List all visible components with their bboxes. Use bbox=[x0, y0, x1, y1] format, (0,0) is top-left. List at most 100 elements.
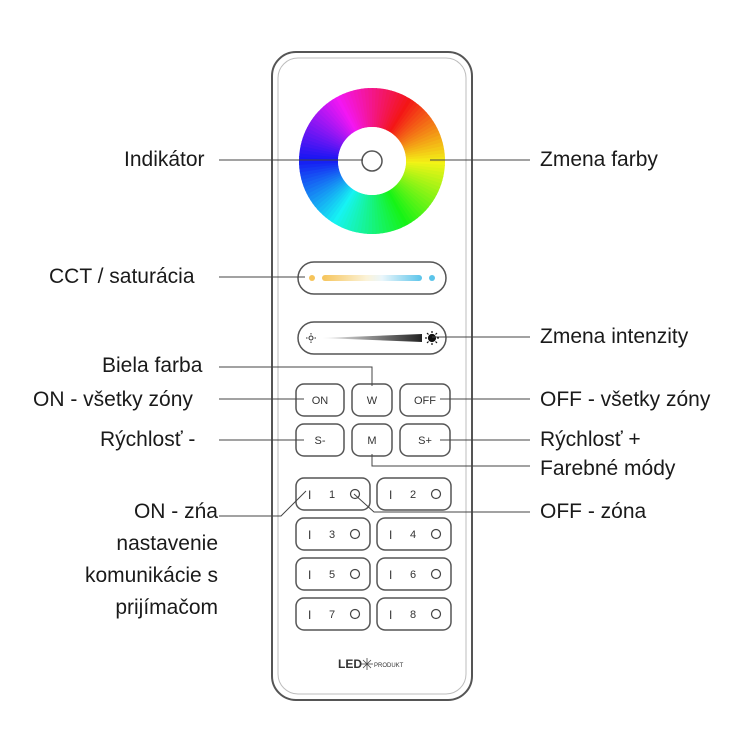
color-wheel-segment bbox=[404, 142, 444, 155]
zone-number: 6 bbox=[410, 569, 416, 581]
white-button[interactable]: W bbox=[351, 383, 393, 417]
zone-button-frame bbox=[376, 477, 452, 511]
cct-gradient-bar bbox=[322, 275, 422, 281]
label-zone-on-line-1: ON - zńa bbox=[133, 500, 218, 523]
zone-off-circle-icon[interactable] bbox=[349, 528, 361, 540]
cct-warm-dot bbox=[309, 275, 315, 281]
color-wheel-segment bbox=[380, 193, 395, 232]
logo-led-text: LED bbox=[338, 657, 362, 671]
color-wheel-segment bbox=[306, 123, 343, 146]
color-wheel-segment bbox=[387, 95, 410, 132]
zone-off-circle-icon[interactable] bbox=[349, 488, 361, 500]
color-wheel-segment bbox=[356, 88, 368, 128]
sun-large-icon bbox=[425, 331, 439, 345]
zone-on-symbol[interactable]: I bbox=[308, 488, 311, 502]
color-wheel-segment bbox=[317, 108, 349, 139]
zone-button-frame bbox=[376, 557, 452, 591]
zone-off-circle-icon[interactable] bbox=[430, 528, 442, 540]
label-white-color: Biela farba bbox=[102, 354, 203, 377]
off-all-button-label: OFF bbox=[414, 395, 436, 407]
color-wheel-segment bbox=[332, 97, 356, 133]
color-wheel-segment bbox=[334, 190, 357, 227]
color-wheel-segment bbox=[385, 94, 407, 131]
on-all-button[interactable]: ON bbox=[295, 383, 345, 417]
color-wheel-segment bbox=[401, 124, 438, 147]
color-wheel-segment bbox=[308, 177, 344, 201]
color-wheel-segment bbox=[329, 99, 354, 134]
color-wheel-segment bbox=[306, 175, 343, 198]
color-wheel-segment bbox=[398, 180, 432, 208]
mode-button[interactable]: M bbox=[351, 423, 393, 457]
color-wheel[interactable] bbox=[299, 88, 445, 234]
zone-on-symbol[interactable]: I bbox=[389, 608, 392, 622]
color-wheel-segment bbox=[394, 185, 424, 217]
color-wheel-segment bbox=[323, 103, 352, 136]
color-wheel-segment bbox=[349, 90, 364, 129]
zone-on-symbol[interactable]: I bbox=[308, 608, 311, 622]
color-wheel-segment bbox=[404, 138, 443, 153]
zone-off-circle-icon[interactable] bbox=[430, 568, 442, 580]
color-wheel-segment bbox=[338, 93, 359, 131]
zone-on-symbol[interactable]: I bbox=[389, 488, 392, 502]
color-wheel-segment bbox=[392, 186, 421, 219]
zone-button-frame bbox=[295, 477, 371, 511]
color-wheel-segment bbox=[399, 179, 434, 205]
zone-off-circle-icon[interactable] bbox=[349, 568, 361, 580]
on-all-button-label: ON bbox=[312, 395, 329, 407]
zone-off-circle-icon[interactable] bbox=[430, 488, 442, 500]
sun-small-icon bbox=[306, 333, 316, 343]
cct-cool-dot bbox=[429, 275, 435, 281]
color-wheel-segment bbox=[328, 188, 354, 223]
color-wheel-segment bbox=[390, 99, 416, 134]
color-wheel-segment bbox=[381, 192, 399, 231]
zone-off-circle-icon[interactable] bbox=[430, 608, 442, 620]
color-wheel-segment bbox=[360, 88, 369, 128]
off-all-button[interactable]: OFF bbox=[399, 383, 451, 417]
color-wheel-segment bbox=[405, 145, 445, 157]
logo-burst-icon bbox=[361, 658, 373, 670]
zone-on-symbol[interactable]: I bbox=[389, 568, 392, 582]
zone-number: 8 bbox=[410, 609, 416, 621]
zone-on-symbol[interactable]: I bbox=[308, 568, 311, 582]
color-wheel-segment bbox=[384, 92, 403, 131]
color-wheel-segment bbox=[401, 176, 438, 199]
speed-plus-button-label: S+ bbox=[418, 435, 432, 447]
color-wheel-segment bbox=[310, 179, 345, 204]
color-wheel-segment bbox=[316, 183, 348, 213]
zone-button-frame bbox=[376, 597, 452, 631]
color-wheel-segment bbox=[303, 130, 342, 149]
color-wheel-segment bbox=[383, 192, 402, 230]
zone-on-symbol[interactable]: I bbox=[308, 528, 311, 542]
zone-number: 4 bbox=[410, 529, 416, 541]
color-wheel-segment bbox=[400, 178, 436, 202]
color-wheel-segment bbox=[315, 111, 348, 140]
color-wheel-segment bbox=[335, 95, 358, 132]
speed-plus-button[interactable]: S+ bbox=[399, 423, 451, 457]
mode-button-label: M bbox=[367, 435, 376, 447]
color-wheel-segment bbox=[405, 149, 445, 158]
zone-off-circle-icon[interactable] bbox=[349, 608, 361, 620]
color-wheel-segment bbox=[396, 109, 428, 139]
color-wheel-segment bbox=[388, 189, 412, 225]
color-wheel-segment bbox=[299, 159, 339, 165]
color-wheel-segment bbox=[341, 191, 360, 230]
color-wheel-segment bbox=[395, 183, 427, 214]
zone-on-symbol[interactable]: I bbox=[389, 528, 392, 542]
indicator-light bbox=[361, 150, 383, 172]
color-wheel-segment bbox=[299, 165, 339, 177]
color-wheel-segment bbox=[312, 180, 346, 207]
leader-white bbox=[219, 366, 373, 386]
color-wheel-segment bbox=[386, 190, 409, 227]
zone-number: 2 bbox=[410, 489, 416, 501]
color-wheel-segment bbox=[305, 126, 342, 148]
